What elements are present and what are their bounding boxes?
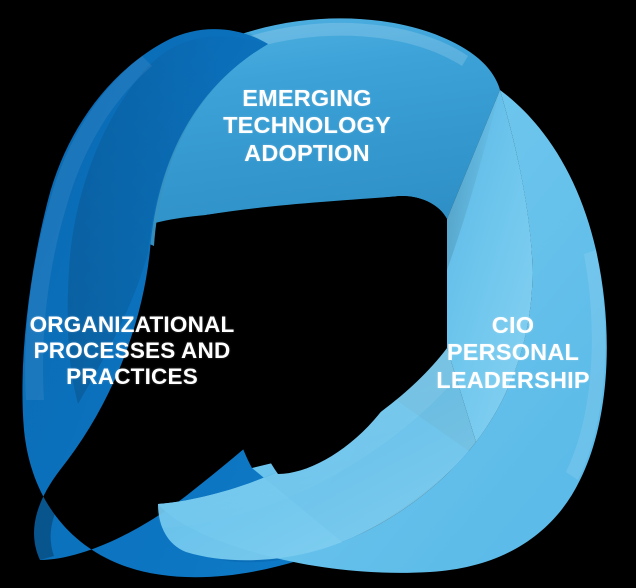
center-hole: [206, 196, 447, 474]
outer-edge-shading: [34, 470, 74, 560]
